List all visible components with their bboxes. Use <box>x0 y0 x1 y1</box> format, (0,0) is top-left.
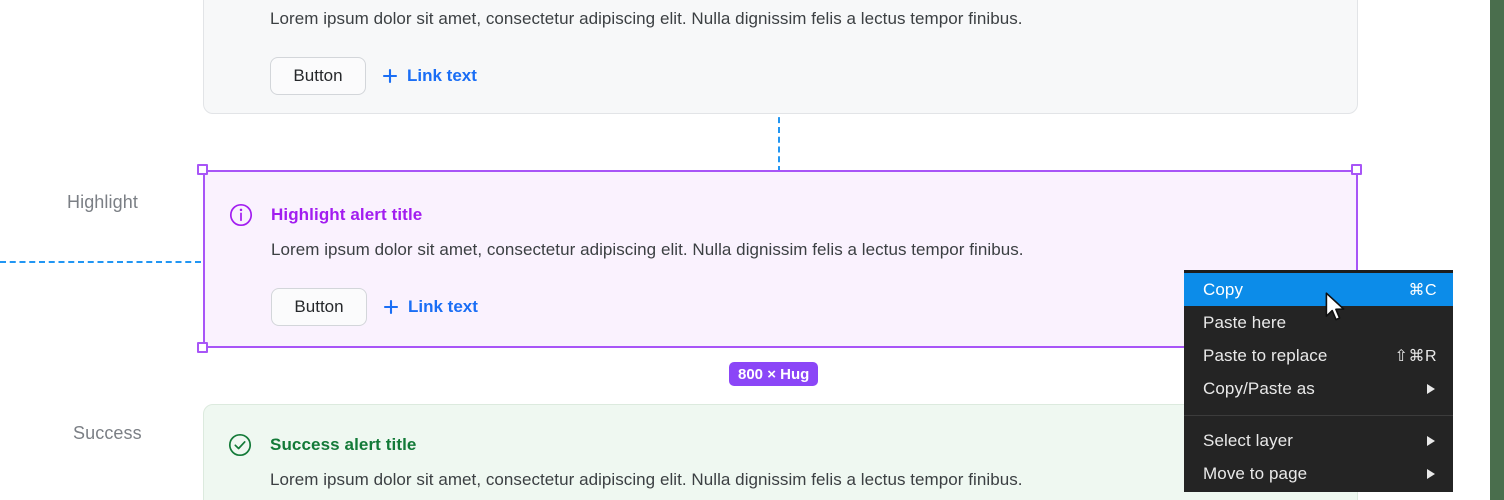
canvas-right-edge-strip <box>1490 0 1504 500</box>
menu-separator <box>1184 415 1453 416</box>
alert-actions: Button Link text <box>271 288 478 326</box>
submenu-arrow-icon <box>1427 468 1435 479</box>
menu-item-paste-here[interactable]: Paste here <box>1184 306 1453 339</box>
alert-description: Lorem ipsum dolor sit amet, consectetur … <box>270 9 1023 28</box>
alert-title: Success alert title <box>270 435 417 454</box>
plus-icon <box>383 299 399 315</box>
alert-link-label: Link text <box>408 297 478 316</box>
menu-item-paste-to-replace[interactable]: Paste to replace ⇧⌘R <box>1184 339 1453 372</box>
alert-title: Highlight alert title <box>271 205 423 224</box>
row-label-success: Success <box>73 423 142 443</box>
menu-item-label: Move to page <box>1203 463 1308 483</box>
selection-handle-bottom-left[interactable] <box>197 342 208 353</box>
info-circle-icon <box>229 203 253 227</box>
context-menu[interactable]: Copy ⌘C Paste here Paste to replace ⇧⌘R … <box>1184 270 1453 492</box>
alert-link-label: Link text <box>407 66 477 85</box>
submenu-arrow-icon <box>1427 383 1435 394</box>
alert-card-success[interactable]: Success alert title Lorem ipsum dolor si… <box>203 404 1358 500</box>
menu-item-label: Paste here <box>1203 312 1287 332</box>
alert-actions: Button Link text <box>270 57 477 95</box>
alert-link[interactable]: Link text <box>383 297 478 317</box>
menu-item-shortcut: ⇧⌘R <box>1394 347 1437 365</box>
horizontal-alignment-guide <box>0 261 201 263</box>
alert-button[interactable]: Button <box>270 57 366 95</box>
selection-handle-top-left[interactable] <box>197 164 208 175</box>
size-badge: 800 × Hug <box>729 362 819 386</box>
menu-item-select-layer[interactable]: Select layer <box>1184 424 1453 457</box>
submenu-arrow-icon <box>1427 435 1435 446</box>
alert-description: Lorem ipsum dolor sit amet, consectetur … <box>271 240 1024 259</box>
alert-card-default[interactable]: Lorem ipsum dolor sit amet, consectetur … <box>203 0 1358 114</box>
menu-item-label: Select layer <box>1203 430 1294 450</box>
menu-item-label: Copy/Paste as <box>1203 378 1315 398</box>
menu-item-label: Copy <box>1203 279 1244 299</box>
alert-button[interactable]: Button <box>271 288 367 326</box>
selection-handle-top-right[interactable] <box>1351 164 1362 175</box>
alert-link[interactable]: Link text <box>382 66 477 86</box>
menu-item-copy-paste-as[interactable]: Copy/Paste as <box>1184 372 1453 405</box>
row-label-highlight: Highlight <box>67 192 138 212</box>
alert-description: Lorem ipsum dolor sit amet, consectetur … <box>270 470 1023 489</box>
menu-item-move-to-page[interactable]: Move to page <box>1184 457 1453 490</box>
menu-item-label: Paste to replace <box>1203 345 1328 365</box>
menu-item-shortcut: ⌘C <box>1408 281 1437 299</box>
mouse-cursor <box>1325 292 1345 321</box>
plus-icon <box>382 68 398 84</box>
check-circle-icon <box>228 433 252 457</box>
alert-card-highlight[interactable]: Highlight alert title Lorem ipsum dolor … <box>203 170 1358 348</box>
menu-item-copy[interactable]: Copy ⌘C <box>1184 273 1453 306</box>
